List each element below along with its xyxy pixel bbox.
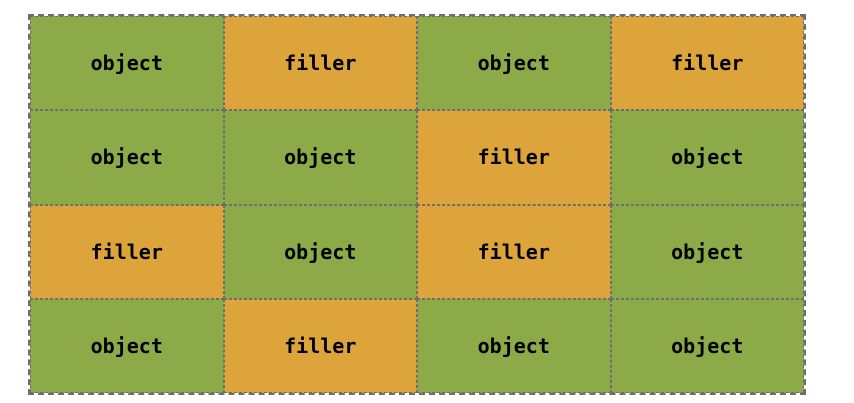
grid-cell-object: object (417, 16, 611, 111)
grid-cell-filler: filler (417, 110, 611, 205)
grid-cell-object: object (223, 204, 417, 299)
grid-cell-filler: filler (223, 298, 417, 393)
grid-cell-object: object (223, 110, 417, 205)
grid-cell-filler: filler (417, 204, 611, 299)
grid-cell-object: object (30, 16, 224, 111)
grid-cell-filler: filler (223, 16, 417, 111)
grid-cell-object: object (417, 298, 611, 393)
grid-cell-filler: filler (30, 204, 224, 299)
grid-cell-object: object (610, 110, 804, 205)
grid-cell-object: object (30, 298, 224, 393)
grid-cell-object: object (610, 204, 804, 299)
grid-cell-object: object (610, 298, 804, 393)
grid-cell-object: object (30, 110, 224, 205)
grid-cell-filler: filler (610, 16, 804, 111)
